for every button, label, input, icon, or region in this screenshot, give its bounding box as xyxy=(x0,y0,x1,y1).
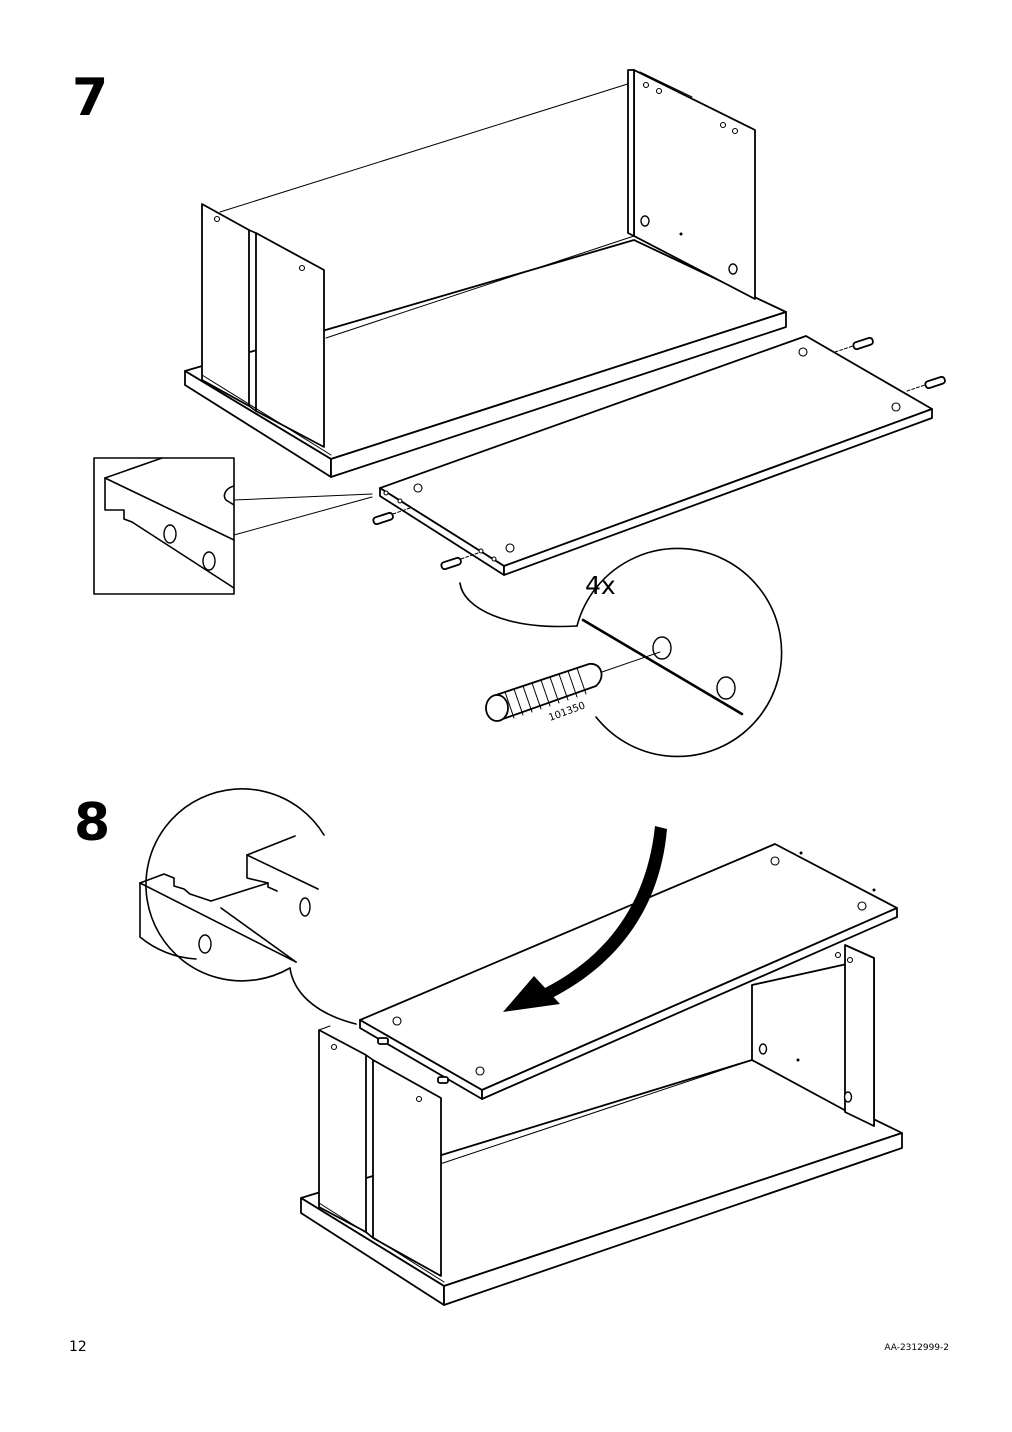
curved-arrow-icon xyxy=(503,826,667,1012)
step8-carcass xyxy=(300,944,903,1306)
step7-dowel-detail: 101350 xyxy=(459,547,783,758)
step-number-8: 8 xyxy=(74,793,110,853)
step7-top-panel xyxy=(372,335,946,576)
step7-square-detail xyxy=(93,457,373,595)
step-number-7: 7 xyxy=(72,68,108,128)
wooden-dowel-icon xyxy=(485,663,603,722)
document-code: AA-2312999-2 xyxy=(884,1343,949,1353)
left-side-panel xyxy=(201,203,250,407)
quantity-label: 4x xyxy=(585,571,616,600)
right-side-panel xyxy=(844,944,875,1127)
page-number: 12 xyxy=(69,1339,87,1355)
step7-carcass xyxy=(184,69,787,478)
step8-edge-detail xyxy=(139,788,357,1025)
dowel-icon xyxy=(372,336,946,571)
left-side-panel xyxy=(318,1029,367,1233)
part-number-label: 101350 xyxy=(547,700,587,723)
